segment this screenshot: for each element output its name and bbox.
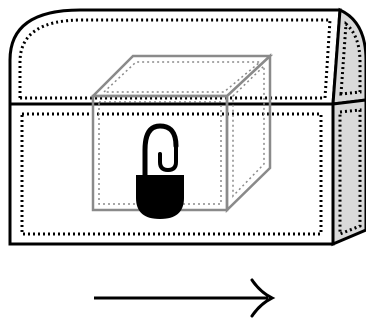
chest-body (10, 104, 333, 244)
chest-lid-side (333, 10, 366, 104)
right-arrow-icon (94, 280, 272, 316)
chest-body-side (333, 100, 366, 244)
